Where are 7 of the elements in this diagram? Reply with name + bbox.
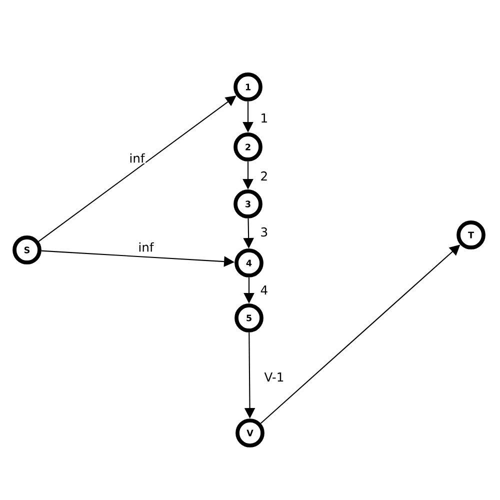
edge-label: 1 [259,112,269,124]
edge-label: inf [128,152,146,164]
edge-label: 3 [259,226,269,238]
edge-label: inf [137,241,155,253]
edge-label: 4 [259,284,269,296]
edge-label: V-1 [263,372,286,382]
edge-label: 2 [259,170,269,182]
